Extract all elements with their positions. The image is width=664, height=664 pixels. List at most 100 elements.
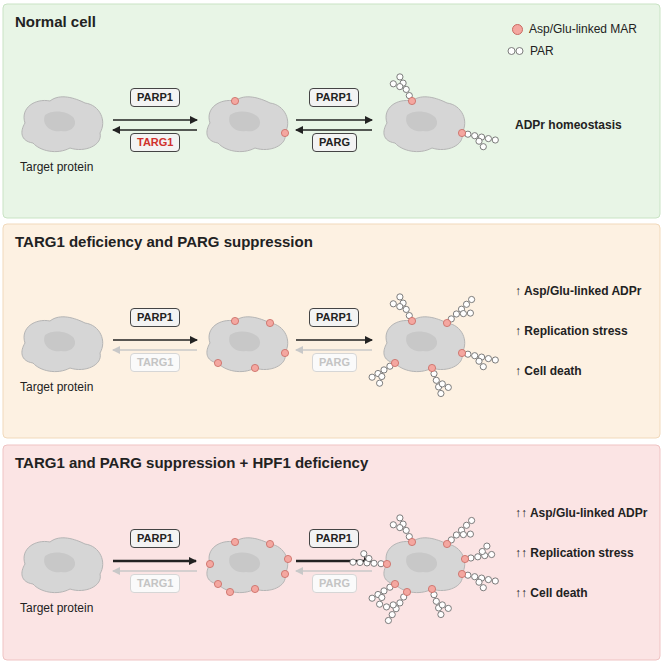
par-unit (445, 384, 451, 390)
par-unit (445, 605, 451, 611)
enzyme-box: PARP1 (130, 529, 180, 548)
par-unit (357, 559, 363, 565)
par-unit (390, 81, 396, 87)
par-unit (472, 353, 478, 359)
enzyme-name: PARP1 (316, 91, 352, 103)
par-unit (438, 390, 444, 396)
par-unit (403, 306, 409, 312)
enzyme-box: TARG1 (130, 574, 180, 593)
legend-text: Asp/Glu-linked MAR (529, 22, 637, 36)
protein-label: Target protein (20, 601, 93, 615)
par-unit (377, 601, 383, 607)
par-unit (469, 517, 475, 523)
mar-dot (391, 580, 398, 587)
mar-dot (266, 319, 273, 326)
panel-ground (3, 4, 660, 218)
enzyme-name: PARP1 (316, 311, 352, 323)
par-unit (479, 548, 485, 554)
mar-dot (408, 317, 415, 324)
protein-label: Target protein (20, 160, 93, 174)
par-unit (480, 585, 486, 591)
par-unit (469, 296, 475, 302)
par-unit (433, 377, 439, 383)
par-unit (385, 617, 391, 623)
effect-note: ↑ Cell death (515, 364, 582, 378)
enzyme-box: TARG1 (130, 353, 180, 372)
protein-label: Target protein (20, 380, 93, 394)
target-protein (206, 538, 291, 596)
par-unit (476, 138, 482, 144)
protein-shape (207, 97, 288, 152)
mar-dot (458, 570, 465, 577)
mar-dot (403, 588, 410, 595)
target-protein (350, 515, 499, 624)
par-unit (433, 598, 439, 604)
par-unit (350, 559, 356, 565)
par-unit (463, 522, 469, 528)
mar-dot (443, 540, 450, 547)
protein-shade (406, 552, 437, 572)
par-unit (516, 48, 523, 55)
mar-dot (428, 585, 435, 592)
legend-sample (507, 46, 524, 56)
mar-dot (226, 588, 233, 595)
legend-text: PAR (530, 44, 554, 58)
enzyme-name: TARG1 (137, 136, 173, 148)
mar-dot (214, 580, 221, 587)
par-unit (397, 294, 403, 300)
enzyme-name: PARP1 (137, 91, 173, 103)
par-unit (379, 373, 385, 379)
mar-dot (281, 570, 288, 577)
par-unit (460, 311, 466, 317)
par-unit (397, 525, 403, 531)
par-unit (389, 612, 395, 618)
mar-dot (383, 560, 390, 567)
arrow (113, 349, 197, 350)
enzyme-box: PARP1 (309, 529, 359, 548)
par-unit (403, 527, 409, 533)
protein-shade (406, 331, 437, 351)
protein-shade (229, 552, 260, 572)
enzyme-name: PARG (319, 136, 350, 148)
par-unit (397, 304, 403, 310)
mar-dot (408, 97, 415, 104)
arrow (113, 560, 196, 562)
arrow (296, 339, 372, 340)
arrow (296, 570, 372, 571)
mar-dot (408, 538, 415, 545)
par-unit (489, 551, 495, 557)
arrow (296, 129, 372, 130)
mar-dot (284, 555, 291, 562)
par-unit (467, 310, 473, 316)
par-unit (485, 136, 491, 142)
protein-shade (406, 111, 437, 131)
par-unit (484, 543, 490, 549)
par-unit (472, 574, 478, 580)
protein-shape (207, 538, 288, 593)
par-unit (492, 578, 498, 584)
arrow (113, 339, 197, 340)
target-protein (22, 317, 103, 372)
par-unit (383, 604, 389, 610)
mar-dot (231, 97, 238, 104)
protein-shade (44, 552, 75, 572)
par-unit (381, 588, 387, 594)
panel-title: TARG1 deficiency and PARG suppression (15, 233, 313, 250)
par-unit (453, 532, 459, 538)
legend-entry: PAR (507, 44, 554, 58)
par-unit (390, 522, 396, 528)
enzyme-box: PARG (312, 353, 357, 372)
enzyme-name: PARP1 (137, 311, 173, 323)
enzyme-box: PARG (312, 133, 357, 152)
mar-dot (231, 317, 238, 324)
arrow (296, 349, 372, 350)
mar-dot (281, 349, 288, 356)
enzyme-box: PARP1 (309, 308, 359, 327)
protein-shape (384, 317, 465, 372)
par-unit (377, 380, 383, 386)
par-unit (485, 577, 491, 583)
enzyme-name: TARG1 (137, 577, 173, 589)
par-unit (463, 301, 469, 307)
protein-shape (384, 538, 465, 593)
panel-ground (3, 224, 660, 438)
